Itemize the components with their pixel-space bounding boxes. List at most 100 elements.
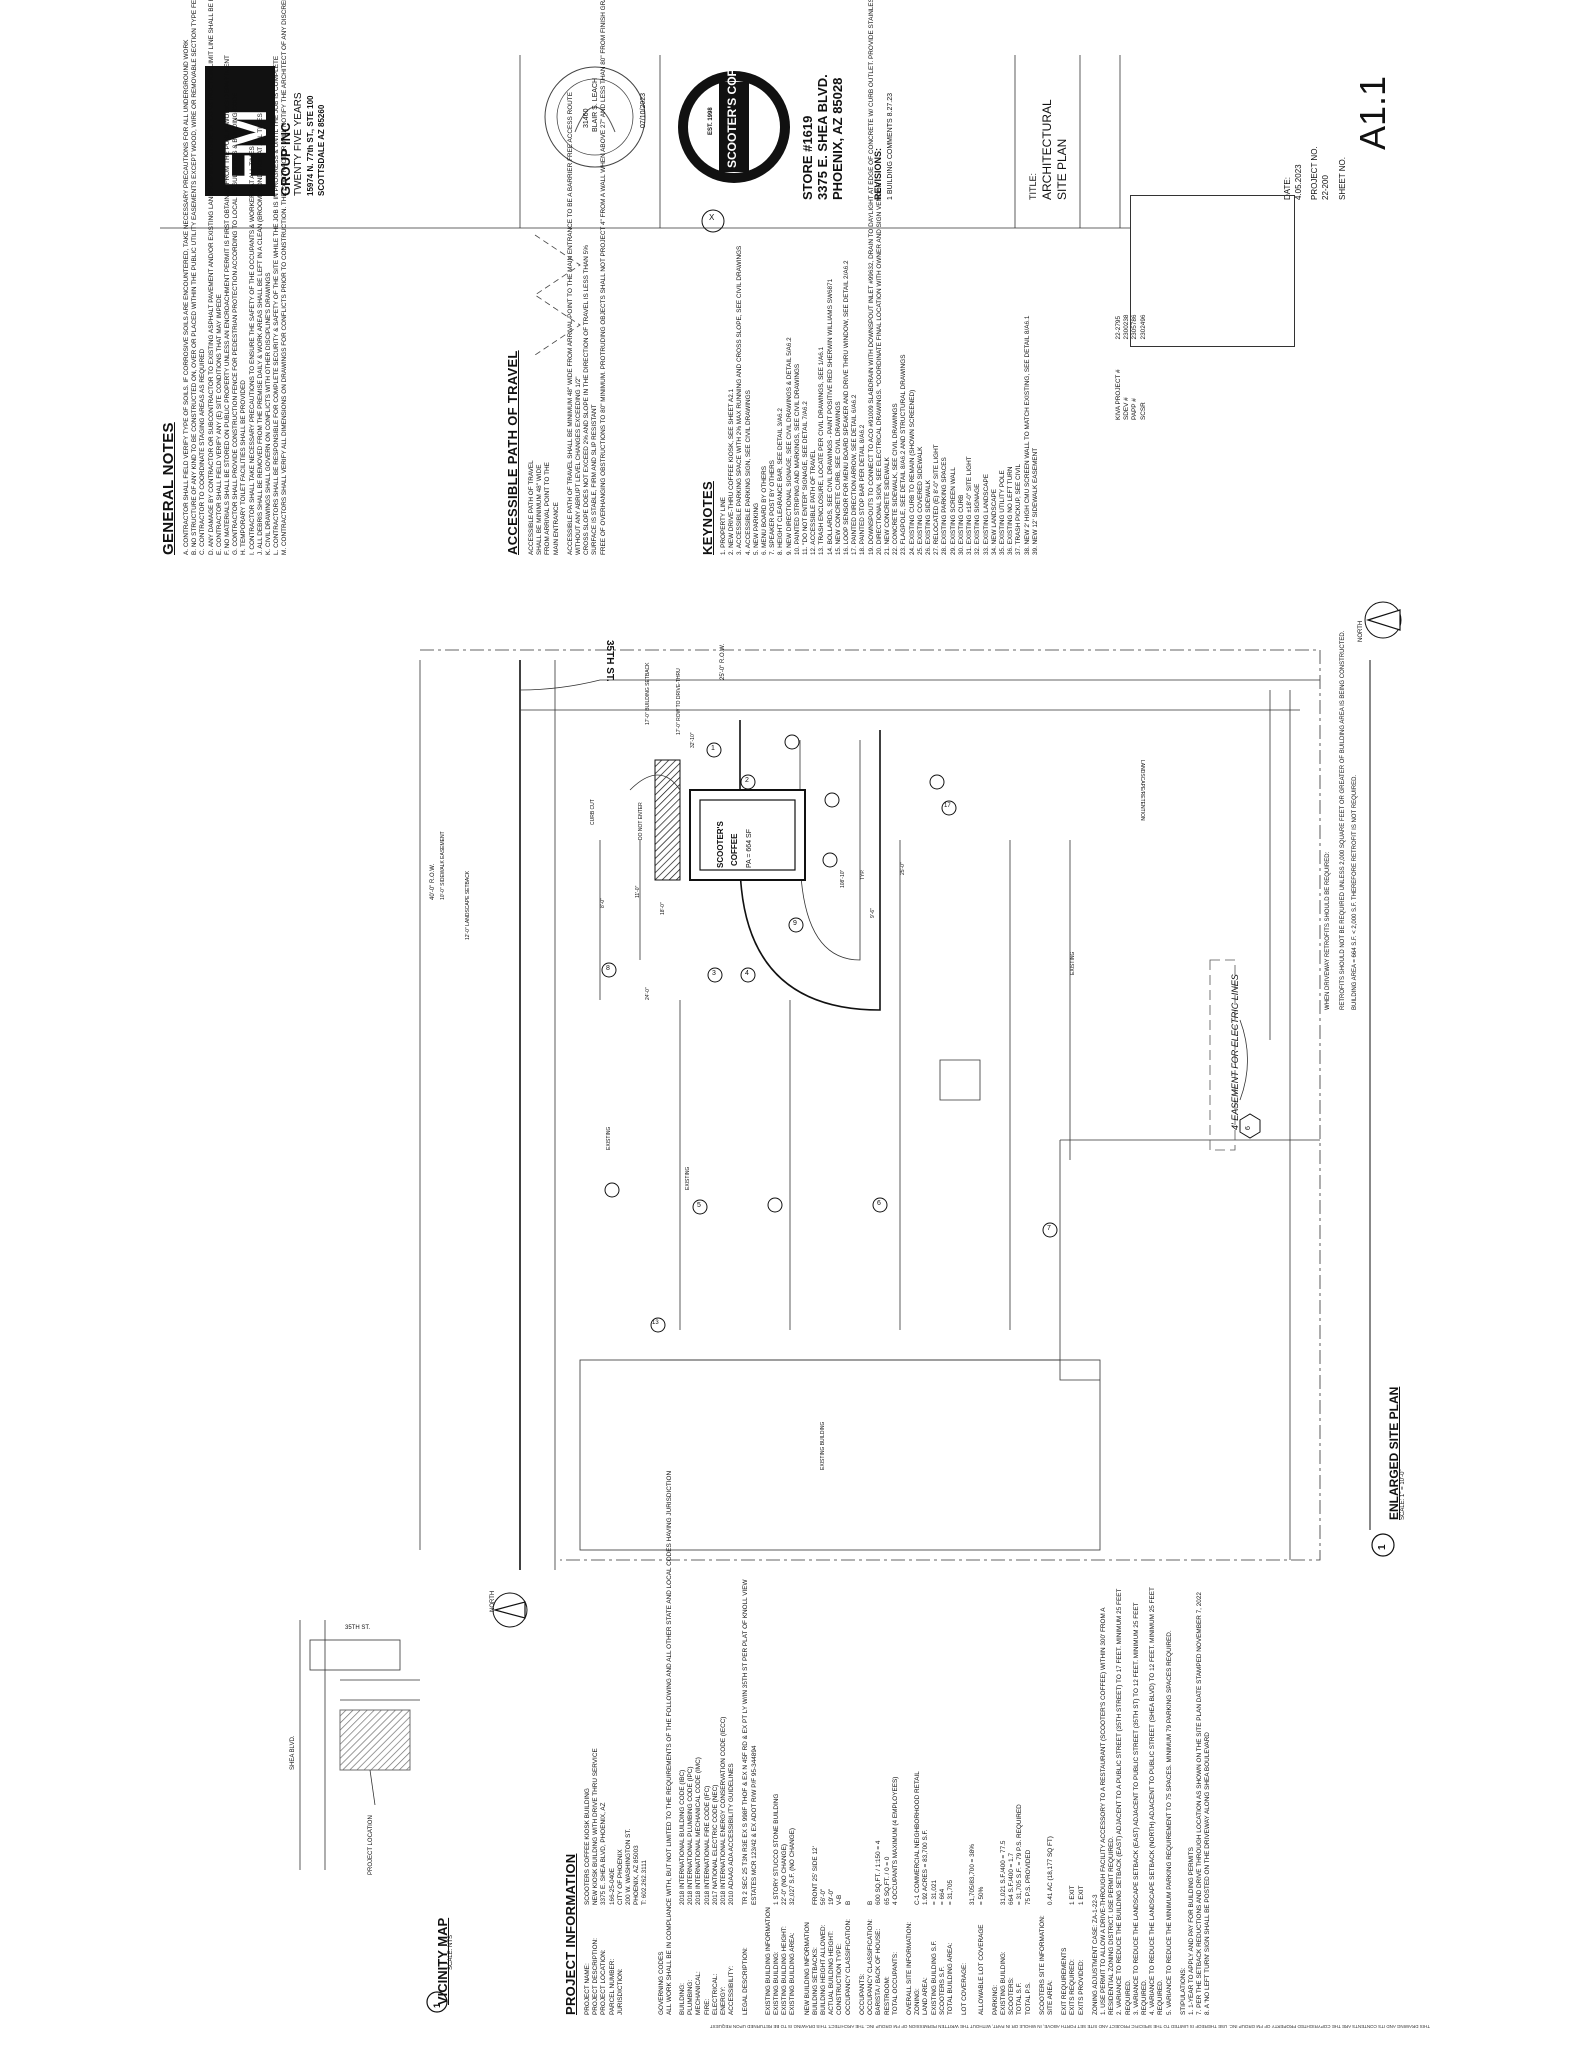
existing-label: EXISTING BUILDING: [773,1951,781,2015]
new-label: BUILDING SETBACKS: [811,1947,819,2015]
existing-info-title: EXISTING BUILDING INFORMATION [764,1907,772,2015]
retrofit-line-2: RETROFITS SHOULD NOT BE REQUIRED UNLESS … [1340,630,1346,1010]
parking-value: 31,021 S.F./400 = 77.5 [999,1840,1007,1906]
overall-value: C-1 COMMERCIAL NEIGHBORHOOD RETAIL [914,1771,922,1905]
info-value: CITY OF PHOENIX [616,1849,624,1905]
exit-value: 1 EXIT [1077,1885,1085,1905]
keynote-marker: 7 [1047,1225,1051,1232]
exit-label: EXITS PROVIDED: [1077,1959,1085,2015]
code-label: ACCESSIBILITY: [728,1965,736,2015]
parking-value: 75 P.S. PROVIDED [1024,1849,1032,1905]
lot-label [969,1905,977,2015]
vicinity-location: PROJECT LOCATION [368,1815,374,1875]
codes-table: BUILDING: 2018 INTERNATIONAL BUILDING COD… [679,1565,736,2015]
firm-logo: FM [205,66,279,196]
parking-label: TOTAL S.F. [1016,1982,1024,2015]
info-label [633,1905,641,2015]
code-value: 2018 INTERNATIONAL BUILDING CODE (IBC) [679,1769,687,1905]
occ-label: OCCUPANCY CLASSIFICATION: [867,1919,875,2015]
lot-value: 31,705/83,700 = 38% [969,1844,977,1905]
exit-title: EXIT REQUIREMENTS [1061,1947,1069,2015]
client-logo [678,71,790,183]
overall-value: = 31,705 [946,1879,954,1905]
info-label: PARCEL NUMBER: [608,1958,616,2015]
vicinity-number-bubble [426,1991,448,2013]
exit-value: 1 EXIT [1069,1885,1077,1905]
overall-label: ZONING: [914,1988,922,2015]
keynote-marker: 6 [877,1200,881,1207]
zoning-item: 3. VARIANCE TO REDUCE THE LANDSCAPE SETB… [1132,1602,1148,2015]
retrofit-line-1: WHEN DRIVEWAY RETROFITS SHOULD BE REQUIR… [1325,851,1331,1010]
keynote-marker: 2 [745,777,749,784]
overall-label: LAND AREA: [922,1977,930,2015]
keynote-marker: 17 [944,803,951,809]
project-info-table: PROJECT NAME:SCOOTERS COFFEE KIOSK BUILD… [584,1565,650,2015]
info-value: PHOENIX, AZ 85003 [633,1845,641,1905]
overall-value: = 664 [938,1888,946,1905]
new-label: CONSTRUCTION TYPE: [836,1943,844,2015]
architect-seal [544,66,646,168]
overall-title: OVERALL SITE INFORMATION: [905,1921,913,2015]
zoning-item: 2. VARIANCE TO REDUCE THE BUILDING SETBA… [1116,1588,1132,2015]
keynote-marker: 9 [793,920,797,927]
zoning-item: 1. USE PERMIT TO ALLOW A DRIVE-THROUGH F… [1099,1607,1116,2015]
keynote-marker: 13 [652,1320,659,1326]
existing-label: EXISTING BUILDING HEIGHT: [781,1926,789,2015]
occ-value: 4 OCCUPANTS MAXIMUM (4 EMPLOYEES) [891,1776,899,1905]
lot-value: = 50% [977,1886,985,1905]
stipulations-title: STIPULATIONS: [1179,1967,1187,2015]
info-value: 200 W. WASHINGTON ST. [625,1828,633,1905]
site-label: SITE AREA: [1046,1980,1054,2015]
code-label: ENERGY: [720,1986,728,2015]
zoning-title: ZONING ADJUSTMENT CASE: ZA-1-22-3 [1091,1894,1099,2015]
parking-value: = 31,705 S.F. = 79 P.S. REQUIRED [1016,1804,1024,1905]
existing-value: 1 STORY STUCCO STONE BUILDING [773,1793,781,1905]
info-label: PROJECT LOCATION: [600,1949,608,2015]
new-value: FRONT 25' SIDE 12' [811,1846,819,1905]
new-value: 19'-0" [828,1888,836,1905]
keynote-marker: 3 [712,970,716,977]
overall-label: TOTAL BUILDING AREA: [946,1942,954,2015]
vicinity-map [299,1620,420,1870]
code-value: 2010 ADAAG ADA ACCESSIBILITY GUIDELINES [728,1763,736,1905]
overall-label: SCOOTERS S.F. [938,1966,946,2015]
code-label: BUILDING: [679,1983,687,2015]
info-value: NEW KIOSK BUILDING WITH DRIVE THRU SERVI… [592,1748,600,1905]
new-label: OCCUPANCY CLASSIFICATION: [844,1919,852,2015]
path-tag [701,209,725,233]
info-value: T: 602.262.3111 [641,1860,649,1905]
existing-value: 32,027 S.F. (NO CHANGE) [789,1827,797,1905]
legal-label: LEGAL DESCRIPTION: [742,1947,750,2015]
code-value: 2018 INTERNATIONAL PLUMBING CODE (IPC) [687,1766,695,1906]
new-value: V-B [836,1894,844,1905]
info-label: PROJECT DESCRIPTION: [592,1938,600,2015]
site-value: 0.41 AC (18,177 SQ FT) [1046,1836,1054,1905]
parking-label: SCOOTERS: [1008,1977,1016,2015]
exit-label: EXITS REQUIRED: [1069,1959,1077,2015]
info-label: JURISDICTION: [616,1968,624,2015]
occupants-title: OCCUPANTS: [858,1973,866,2015]
occ-label: BARISTA / BACK OF HOUSE: [875,1928,883,2015]
overall-label: EXISTING BUILDING S.F. [930,1940,938,2015]
code-label: FIRE: [703,1998,711,2015]
scooters-site-title: SCOOTERS SITE INFORMATION: [1038,1915,1046,2015]
occ-value: 600 SQ.FT. / 1:150 = 4 [875,1840,883,1905]
info-value: 166-25-040E [608,1868,616,1905]
new-value: B [844,1900,852,1905]
vicinity-scale: SCALE: NTS [448,1934,454,1970]
vicinity-street-2: SHEA BLVD. [290,1735,296,1770]
retrofit-line-3: BUILDING AREA = 664 S.F. < 2,000 S.F. TH… [1352,774,1358,1010]
stipulation-item: 1. 1-YEAR TO APPLY AND PAY FOR BUILDING … [1188,1847,1195,2015]
info-label [625,1905,633,2015]
parking-title: PARKING: [991,1984,999,2015]
path-tag-letter: X [709,213,715,222]
code-value: 2018 INTERNATIONAL MECHANICAL CODE (IMC) [695,1757,703,1905]
code-label: MECHANICAL: [695,1971,703,2015]
codes-intro: ALL WORK SHALL BE IN COMPLIANCE WITH, BU… [665,1470,673,2015]
overall-value: 1.92 ACRES = 83,700 S.F. [922,1829,930,1906]
vicinity-north-arrow [492,1592,528,1628]
keynote-marker: 4 [745,970,749,977]
